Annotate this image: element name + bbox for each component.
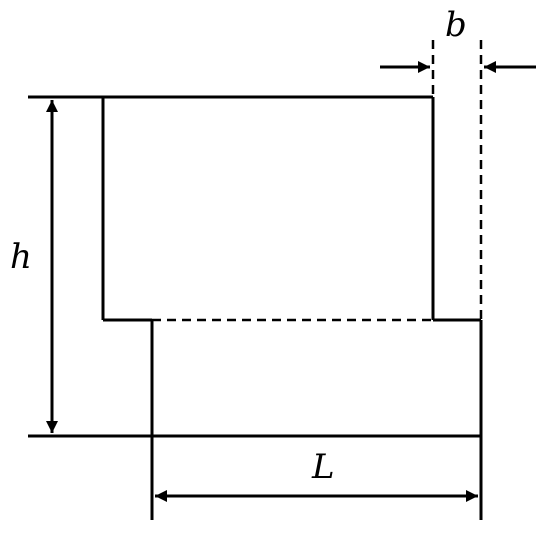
lower-rectangle (28, 318, 483, 520)
h-label: h (10, 237, 32, 277)
b-label: b (445, 5, 467, 45)
upper-rectangle (28, 95, 435, 322)
L-label: L (311, 447, 335, 487)
